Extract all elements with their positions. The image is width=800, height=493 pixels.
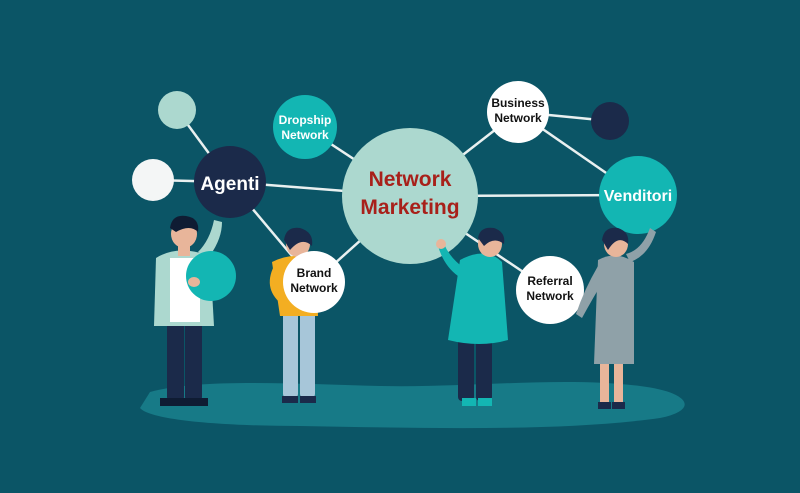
node-agenti: Agenti [194,146,266,218]
white-circle [132,159,174,201]
node-referral-line1: Referral [527,274,572,288]
node-business-network: Business Network [487,81,549,143]
mint-circle [158,91,196,129]
node-brand-line2: Network [290,281,338,295]
ground-shadow [140,381,685,429]
node-dropship-network: Dropship Network [273,95,337,159]
person-gray-dress [576,227,656,409]
navy-circle [591,102,629,140]
node-center-circle [342,128,478,264]
node-referral-line2: Network [526,289,574,303]
node-dropship-circle [273,95,337,159]
node-agenti-circle [194,146,266,218]
person-teal-coat [436,227,508,406]
node-venditori: Venditori [599,156,677,234]
node-business-circle [487,81,549,143]
node-network-marketing: Network Marketing [342,128,478,264]
node-agenti-label: Agenti [200,174,259,195]
person-green-jacket [154,215,236,406]
node-venditori-circle [599,156,677,234]
node-center-line2: Marketing [360,196,459,219]
node-brand-circle [283,251,345,313]
node-brand-line1: Brand [297,266,332,280]
node-business-line1: Business [491,96,545,110]
node-business-line2: Network [494,111,542,125]
node-center-line1: Network [369,168,452,191]
node-dropship-line2: Network [281,128,329,142]
node-referral-network: Referral Network [516,256,584,324]
node-brand-network: Brand Network [283,251,345,313]
node-venditori-label: Venditori [604,188,672,205]
node-dropship-line1: Dropship [279,113,332,127]
node-referral-circle [516,256,584,324]
